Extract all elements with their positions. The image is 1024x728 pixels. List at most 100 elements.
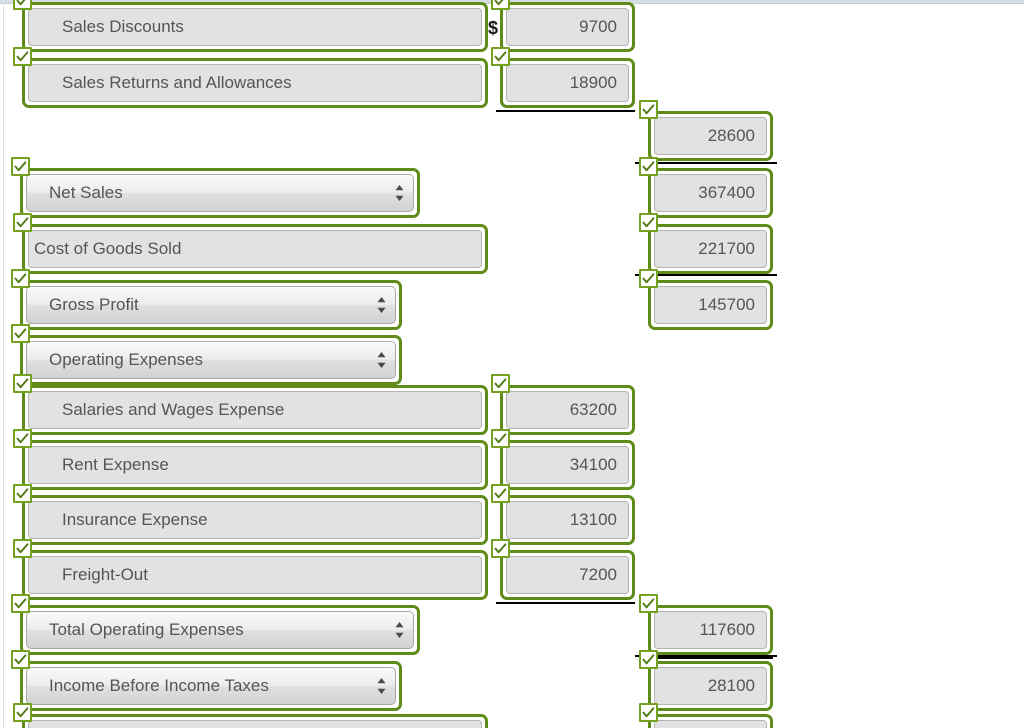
check-icon bbox=[639, 100, 658, 119]
worksheet-row: 28600 bbox=[0, 100, 1024, 161]
amount-value: 63200 bbox=[569, 400, 617, 419]
subtotal-rule bbox=[635, 274, 777, 276]
amount-input-income-before-income-taxes[interactable]: 28100 bbox=[654, 667, 767, 705]
check-icon bbox=[13, 703, 32, 722]
account-label-wrapper: Rent Expense bbox=[13, 429, 488, 490]
check-icon bbox=[11, 269, 30, 288]
check-icon bbox=[13, 374, 32, 393]
check-icon bbox=[491, 484, 510, 503]
account-label-wrapper: Net Sales bbox=[11, 157, 420, 218]
worksheet-row: Cost of Goods Sold 221700 bbox=[0, 213, 1024, 274]
account-select-operating-expenses[interactable]: Operating Expenses bbox=[26, 341, 396, 379]
amount-value: 9700 bbox=[579, 17, 617, 36]
check-icon bbox=[491, 429, 510, 448]
worksheet-row bbox=[0, 703, 1024, 728]
amount-input-salaries-and-wages-expense[interactable]: 63200 bbox=[506, 391, 629, 429]
amount-wrapper: 367400 bbox=[639, 157, 773, 218]
amount-wrapper: 13100 bbox=[491, 484, 635, 545]
account-label-wrapper: Sales Discounts bbox=[13, 0, 488, 52]
amount-wrapper: 9700 bbox=[491, 0, 635, 52]
check-icon bbox=[639, 213, 658, 232]
account-label-text: Insurance Expense bbox=[62, 510, 208, 529]
account-label-text: Salaries and Wages Expense bbox=[62, 400, 285, 419]
account-input-sales-discounts[interactable]: Sales Discounts bbox=[28, 8, 482, 46]
account-select-income-before-income-taxes[interactable]: Income Before Income Taxes bbox=[26, 667, 396, 705]
account-input-insurance-expense[interactable]: Insurance Expense bbox=[28, 501, 482, 539]
worksheet-row: Net Sales 367400 bbox=[0, 157, 1024, 218]
amount-input-total-operating-expenses[interactable]: 117600 bbox=[654, 611, 767, 649]
check-icon bbox=[491, 0, 510, 10]
worksheet-row: Insurance Expense 13100 bbox=[0, 484, 1024, 545]
worksheet-row: Rent Expense 34100 bbox=[0, 429, 1024, 490]
account-input-rent-expense[interactable]: Rent Expense bbox=[28, 446, 482, 484]
amount-input-sales-discounts[interactable]: 9700 bbox=[506, 8, 629, 46]
amount-wrapper: 63200 bbox=[491, 374, 635, 435]
account-label-text: Total Operating Expenses bbox=[49, 620, 244, 639]
amount-value: 28100 bbox=[707, 676, 755, 695]
subtotal-rule bbox=[496, 602, 635, 604]
amount-wrapper: 28600 bbox=[639, 100, 773, 161]
check-icon bbox=[639, 650, 658, 669]
amount-value: 7200 bbox=[579, 565, 617, 584]
account-label-text: Freight-Out bbox=[62, 565, 148, 584]
account-label-text: Sales Discounts bbox=[62, 17, 184, 36]
amount-value: 117600 bbox=[699, 620, 755, 639]
check-icon bbox=[491, 374, 510, 393]
account-input-cost-of-goods-sold[interactable]: Cost of Goods Sold bbox=[28, 230, 482, 268]
currency-symbol: $ bbox=[488, 18, 499, 38]
check-icon bbox=[13, 429, 32, 448]
check-icon bbox=[13, 213, 32, 232]
amount-wrapper: 34100 bbox=[491, 429, 635, 490]
amount-value: 367400 bbox=[698, 183, 755, 202]
account-input-freight-out[interactable]: Freight-Out bbox=[28, 556, 482, 594]
account-select-net-sales[interactable]: Net Sales bbox=[26, 174, 414, 212]
account-label-wrapper: Insurance Expense bbox=[13, 484, 488, 545]
account-input-sales-returns-and-allowances[interactable]: Sales Returns and Allowances bbox=[28, 64, 482, 102]
amount-input-next-line-item[interactable] bbox=[654, 720, 767, 728]
account-select-gross-profit[interactable]: Gross Profit bbox=[26, 286, 396, 324]
worksheet-row: Income Before Income Taxes 28100 bbox=[0, 650, 1024, 711]
check-icon bbox=[13, 47, 32, 66]
check-icon bbox=[13, 484, 32, 503]
amount-input-net-sales[interactable]: 367400 bbox=[654, 174, 767, 212]
worksheet-row: Sales Returns and Allowances 18900 bbox=[0, 47, 1024, 112]
worksheet-row: Salaries and Wages Expense 63200 bbox=[0, 374, 1024, 435]
account-label-text: Operating Expenses bbox=[49, 350, 204, 369]
amount-value: 28600 bbox=[707, 126, 755, 145]
amount-input-freight-out[interactable]: 7200 bbox=[506, 556, 629, 594]
amount-wrapper bbox=[639, 703, 773, 728]
amount-input-total-sales-deductions[interactable]: 28600 bbox=[654, 117, 767, 155]
account-label-text: Rent Expense bbox=[62, 455, 169, 474]
check-icon bbox=[13, 0, 32, 10]
worksheet-row: Total Operating Expenses 117600 bbox=[0, 594, 1024, 659]
account-label-wrapper: Operating Expenses bbox=[11, 324, 402, 385]
amount-value: 34100 bbox=[569, 455, 617, 474]
check-icon bbox=[11, 157, 30, 176]
amount-value: 18900 bbox=[569, 73, 617, 92]
check-icon bbox=[11, 594, 30, 613]
amount-wrapper: 117600 bbox=[639, 594, 773, 655]
account-label-wrapper: Salaries and Wages Expense bbox=[13, 374, 488, 435]
subtotal-rule bbox=[496, 110, 635, 112]
amount-input-rent-expense[interactable]: 34100 bbox=[506, 446, 629, 484]
worksheet-row: Sales Discounts 9700 $ bbox=[0, 0, 1024, 52]
account-select-total-operating-expenses[interactable]: Total Operating Expenses bbox=[26, 611, 414, 649]
check-icon bbox=[11, 324, 30, 343]
amount-input-sales-returns-and-allowances[interactable]: 18900 bbox=[506, 64, 629, 102]
amount-input-insurance-expense[interactable]: 13100 bbox=[506, 501, 629, 539]
account-label-text: Gross Profit bbox=[49, 295, 139, 314]
form-left-border bbox=[3, 0, 4, 728]
account-label-wrapper: Total Operating Expenses bbox=[11, 594, 420, 655]
account-label-wrapper: Gross Profit bbox=[11, 269, 402, 330]
amount-input-gross-profit[interactable]: 145700 bbox=[654, 286, 767, 324]
account-input-next-line-item[interactable] bbox=[28, 720, 482, 728]
check-icon bbox=[491, 47, 510, 66]
amount-input-cost-of-goods-sold[interactable]: 221700 bbox=[654, 230, 767, 268]
account-input-salaries-and-wages-expense[interactable]: Salaries and Wages Expense bbox=[28, 391, 482, 429]
check-icon bbox=[11, 650, 30, 669]
amount-wrapper: 7200 bbox=[491, 539, 635, 600]
amount-wrapper: 18900 bbox=[491, 47, 635, 108]
subtotal-rule bbox=[635, 162, 777, 164]
check-icon bbox=[639, 157, 658, 176]
